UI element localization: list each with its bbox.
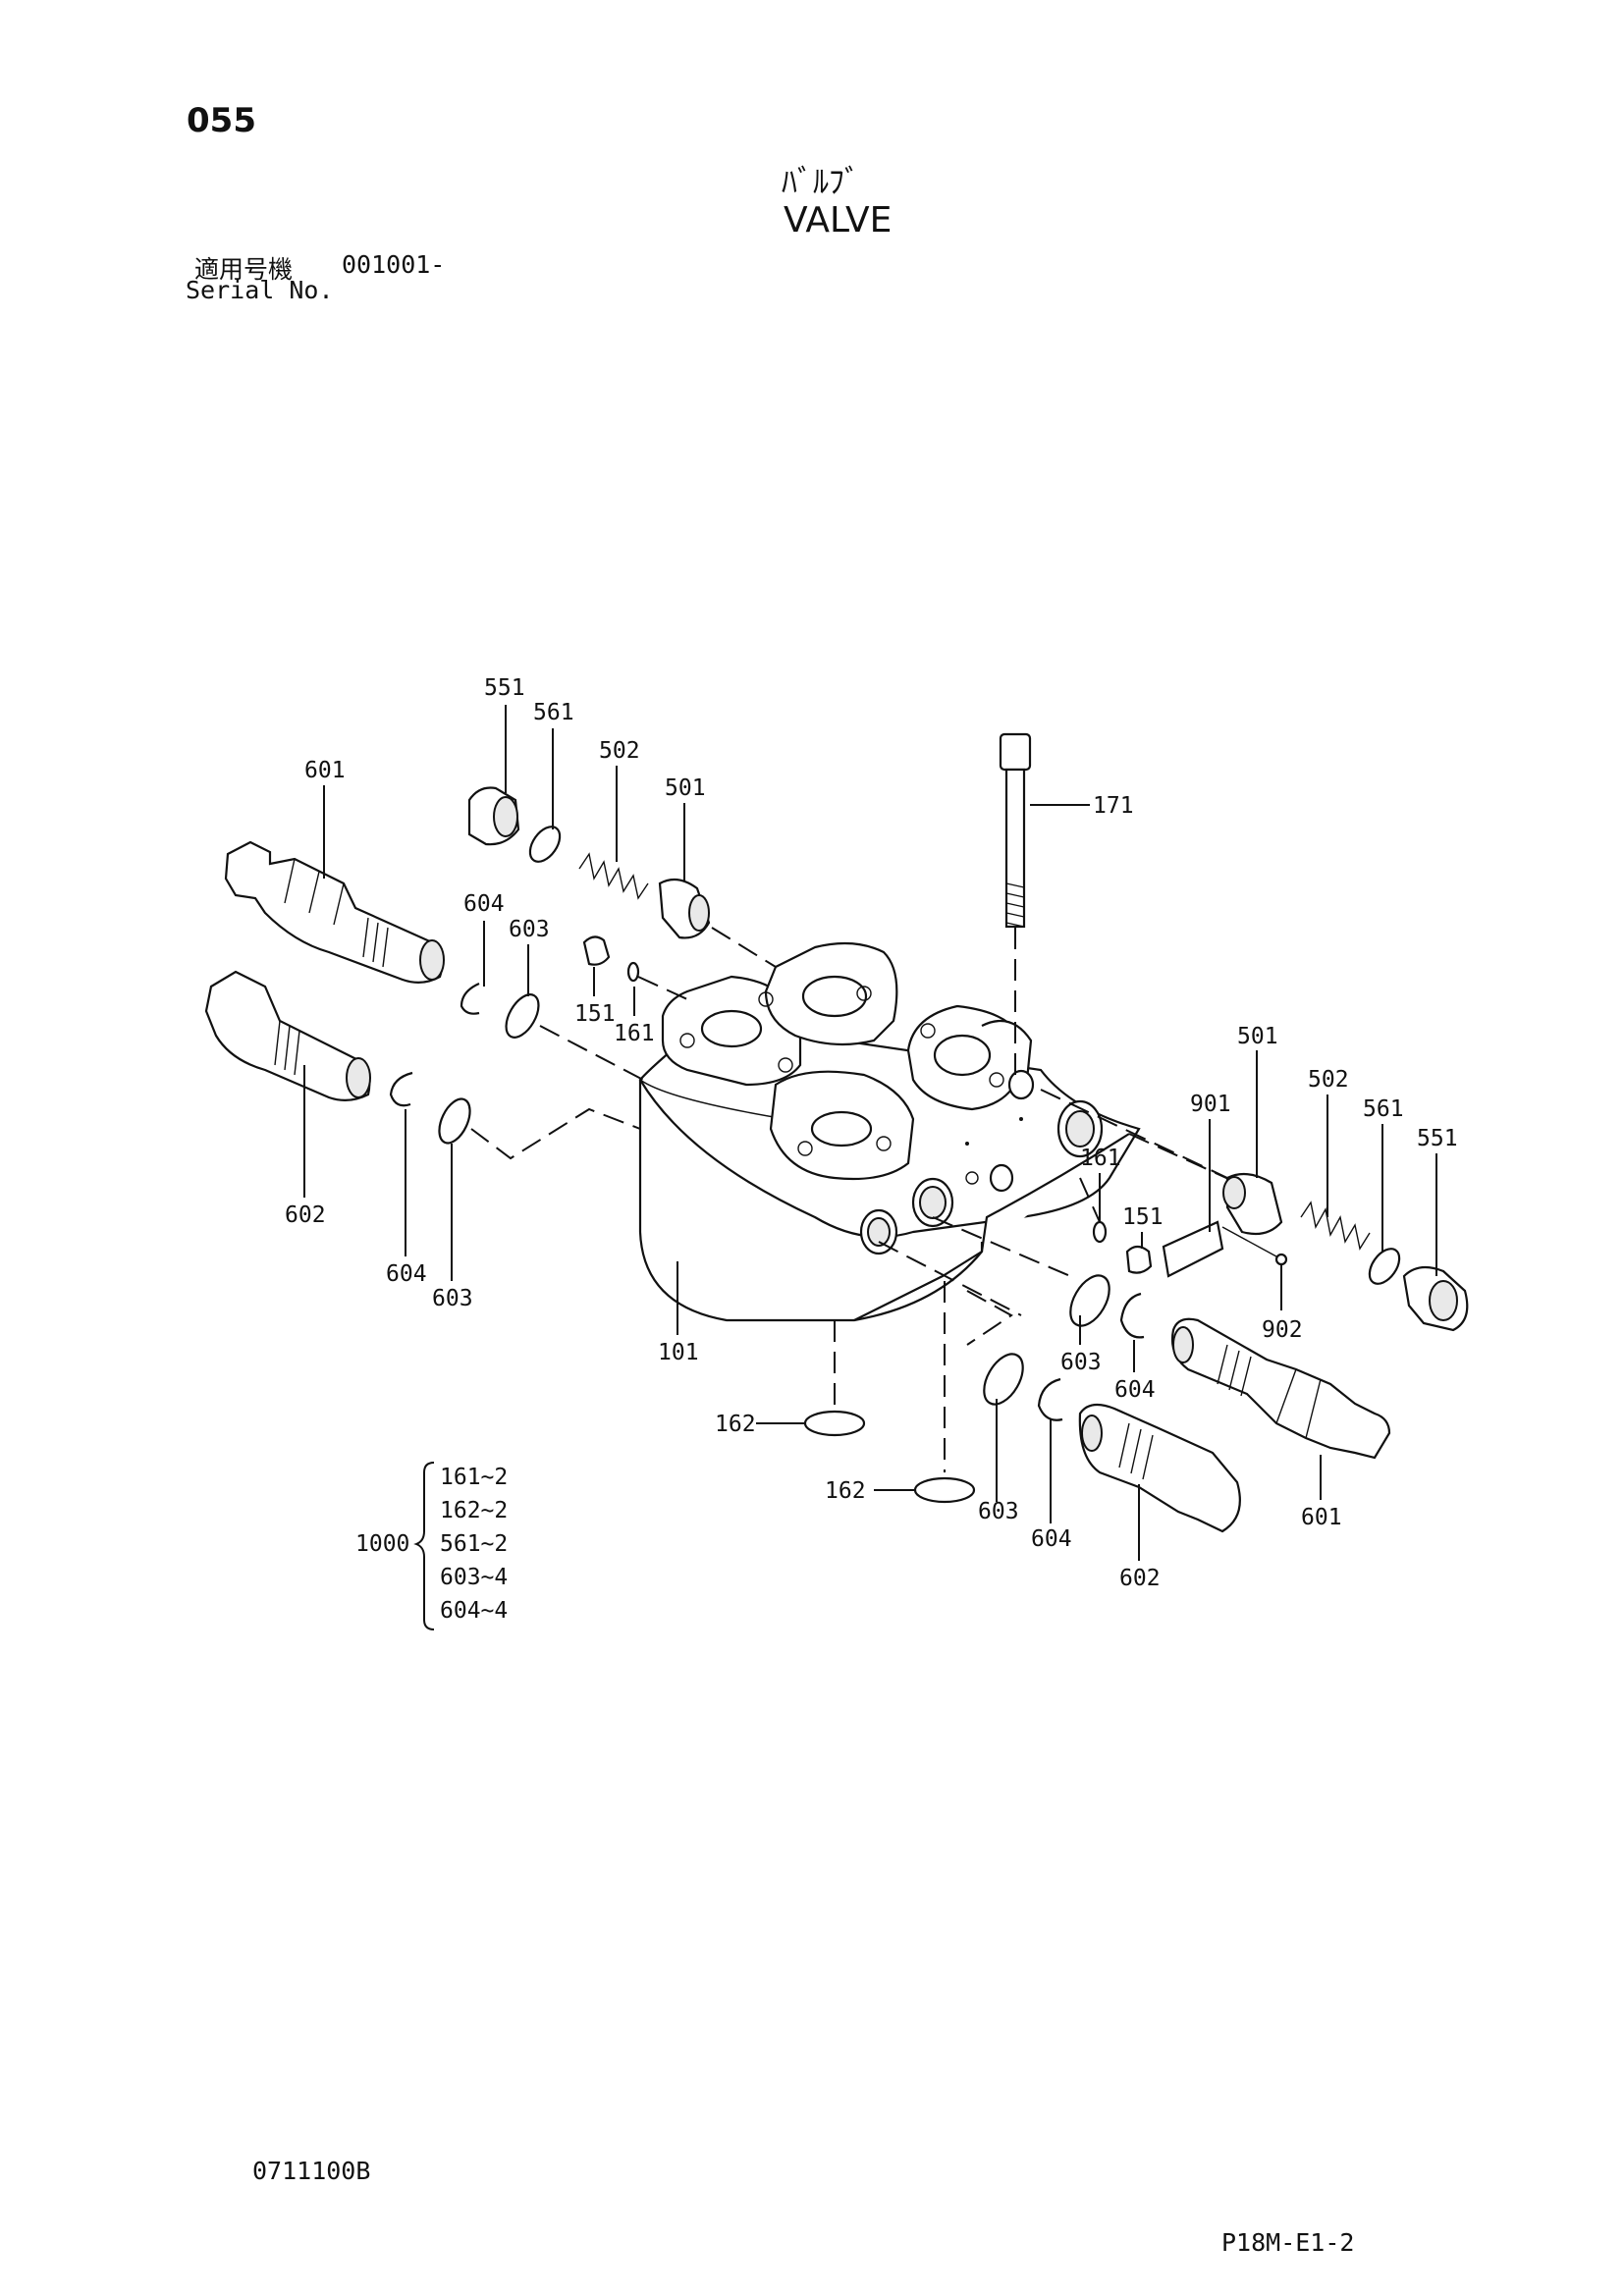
assembly-line <box>1128 1133 1238 1184</box>
callout-561-right: 561 <box>1363 1096 1404 1122</box>
bolt-171[interactable] <box>999 732 1032 1080</box>
callout-101: 101 <box>658 1340 699 1365</box>
callout-603-right-upper: 603 <box>1060 1350 1102 1375</box>
page-number: 055 <box>187 101 256 140</box>
assembly-line <box>878 1241 1022 1316</box>
plug-151-right[interactable] <box>1125 1245 1153 1274</box>
callout-162-upper: 162 <box>715 1412 756 1437</box>
assembly-line <box>711 927 777 968</box>
serial-label-english: Serial No. <box>186 276 334 304</box>
page-reference: P18M-E1-2 <box>1221 2228 1355 2257</box>
oring-162-upper[interactable] <box>803 1410 866 1437</box>
kit-item-561: 561~2 <box>440 1531 508 1557</box>
kit-item-603: 603~4 <box>440 1565 508 1590</box>
ring-604-right-upper[interactable] <box>1119 1292 1145 1339</box>
kit-item-162: 162~2 <box>440 1498 508 1523</box>
spool-501-right[interactable] <box>1222 1172 1283 1236</box>
assembly-line <box>966 1290 1013 1346</box>
callout-161-right: 161 <box>1080 1146 1121 1171</box>
callout-551-left: 551 <box>484 675 525 701</box>
callout-151-right: 151 <box>1122 1204 1164 1230</box>
ring-604-lower-left[interactable] <box>389 1071 413 1107</box>
assembly-line <box>1079 1177 1101 1223</box>
kit-1000-bracket: 1000 161~2 162~2 561~2 603~4 604~4 <box>355 1462 508 1630</box>
leader-lines <box>303 705 1437 1561</box>
assembly-line <box>539 1025 644 1081</box>
page-title: VALVE <box>784 200 893 240</box>
callout-901: 901 <box>1190 1092 1231 1117</box>
plug-551-left[interactable] <box>467 786 520 846</box>
kit-item-604: 604~4 <box>440 1598 508 1624</box>
cartridge-601-left[interactable] <box>224 840 445 984</box>
callout-902: 902 <box>1262 1317 1303 1343</box>
title-japanese: ﾊﾞﾙﾌﾞ <box>782 163 861 200</box>
assembly-line <box>637 976 688 1000</box>
oring-561-left[interactable] <box>524 822 567 868</box>
callout-604-lower-left: 604 <box>386 1261 427 1287</box>
callout-603-right-lower: 603 <box>978 1499 1019 1524</box>
callout-151-left: 151 <box>574 1001 616 1027</box>
oring-603-right-upper[interactable] <box>1062 1269 1117 1332</box>
oring-561-right[interactable] <box>1364 1244 1406 1290</box>
callout-601-right: 601 <box>1301 1505 1342 1530</box>
plug-151-left[interactable] <box>582 935 611 966</box>
callout-labels: 551 561 502 501 601 604 603 151 161 602 … <box>285 675 1458 1591</box>
spring-502-left[interactable] <box>578 852 649 900</box>
callout-601-left: 601 <box>304 758 346 783</box>
callout-162-lower: 162 <box>825 1478 866 1504</box>
callout-551-right: 551 <box>1417 1126 1458 1151</box>
plate-901[interactable] <box>1162 1220 1224 1278</box>
oring-603-right-lower[interactable] <box>976 1348 1031 1411</box>
plug-551-right[interactable] <box>1402 1265 1469 1332</box>
callout-561-left: 561 <box>533 700 574 725</box>
callout-603-upper-left: 603 <box>509 917 550 942</box>
relief-602-left[interactable] <box>204 970 371 1101</box>
callout-502-right: 502 <box>1308 1067 1349 1093</box>
oring-161-right[interactable] <box>1092 1220 1108 1244</box>
callout-602-left: 602 <box>285 1202 326 1228</box>
oring-603-lower-left[interactable] <box>433 1095 476 1148</box>
oring-161-left[interactable] <box>626 961 640 983</box>
callout-502-left: 502 <box>599 738 640 764</box>
callout-501-left: 501 <box>665 775 706 801</box>
assembly-line <box>470 1107 641 1160</box>
serial-label-japanese: 適用号機 <box>194 255 294 284</box>
callout-604-upper-left: 604 <box>463 891 505 917</box>
callout-602-right: 602 <box>1119 1566 1161 1591</box>
kit-number: 1000 <box>355 1531 409 1557</box>
relief-602-right[interactable] <box>1078 1403 1241 1533</box>
callout-171: 171 <box>1093 793 1134 819</box>
oring-162-lower[interactable] <box>913 1476 976 1504</box>
serial-number-value: 001001- <box>342 250 446 279</box>
ring-604-right-lower[interactable] <box>1037 1377 1063 1421</box>
drawing-code: 0711100B <box>252 2157 371 2185</box>
kit-item-161: 161~2 <box>440 1465 508 1490</box>
flange-pads <box>661 941 1035 1185</box>
oring-603-upper-left[interactable] <box>500 989 546 1043</box>
callout-604-right-upper: 604 <box>1114 1377 1156 1403</box>
callout-603-lower-left: 603 <box>432 1286 473 1311</box>
spool-501-left[interactable] <box>658 878 711 939</box>
spring-502-right[interactable] <box>1300 1201 1371 1251</box>
cartridge-601-right[interactable] <box>1170 1317 1391 1460</box>
callout-501-right: 501 <box>1237 1024 1278 1049</box>
assembly-line <box>932 1216 1071 1277</box>
ring-604-upper-left[interactable] <box>460 982 480 1015</box>
callout-604-right-lower: 604 <box>1031 1526 1072 1552</box>
callout-161-left: 161 <box>614 1021 655 1046</box>
